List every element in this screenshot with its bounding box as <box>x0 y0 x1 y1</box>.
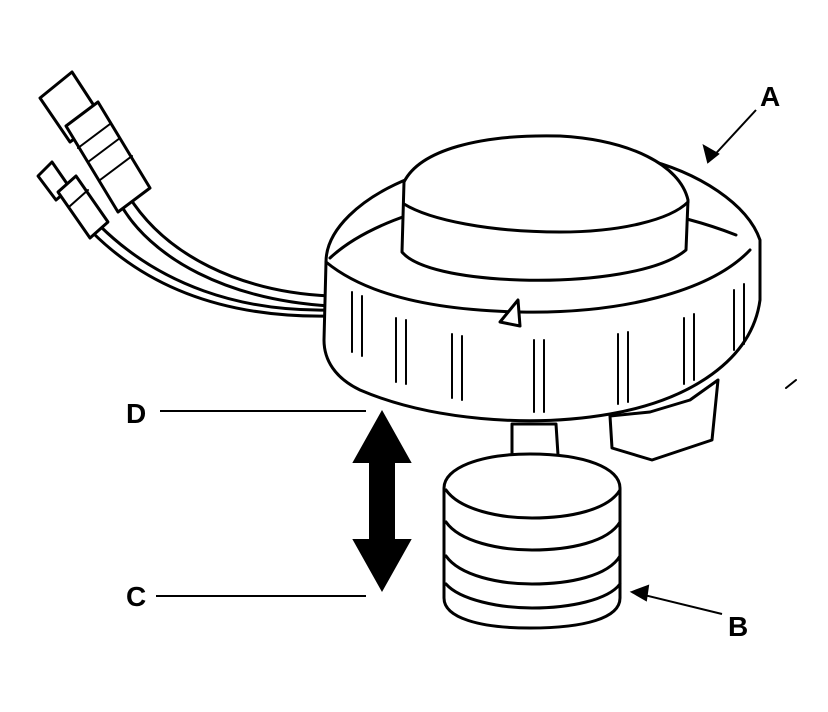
leader-a-arrowhead <box>702 143 720 164</box>
stray-mark <box>785 379 797 389</box>
callout-b: B <box>728 611 748 642</box>
callout-a: A <box>760 81 780 112</box>
wire-harness <box>90 193 332 318</box>
connector-large <box>38 70 152 214</box>
stem-and-seal <box>442 422 622 630</box>
callout-c: C <box>126 581 146 612</box>
cap-assembly <box>322 134 762 462</box>
movement-arrow <box>352 409 412 593</box>
callout-d: D <box>126 398 146 429</box>
connector-small <box>36 160 110 240</box>
leader-b-arrowhead <box>629 584 650 602</box>
cap-grip-ribs <box>351 283 745 413</box>
